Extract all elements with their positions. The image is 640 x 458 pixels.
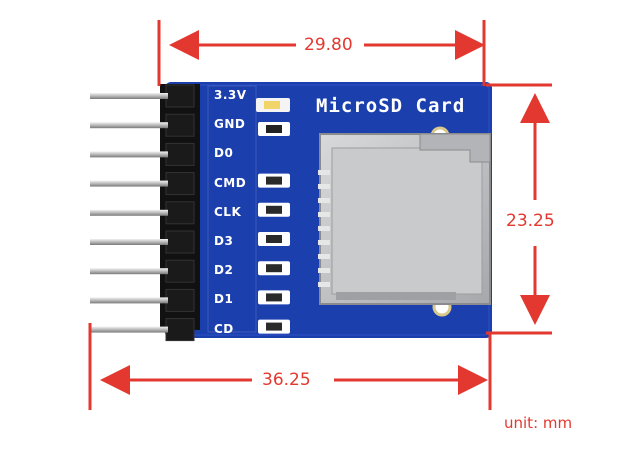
header-pin (90, 151, 168, 158)
socket-contact (318, 268, 330, 273)
pin-label: D3 (214, 234, 234, 248)
resistor-body (266, 176, 282, 185)
resistor-body (266, 293, 282, 302)
pin-label: D0 (214, 146, 234, 161)
socket-contact (318, 198, 330, 203)
pin-label: GND (214, 117, 246, 132)
resistor-body (266, 235, 282, 243)
pin-label: CLK (214, 204, 242, 219)
resistor-array (258, 173, 290, 334)
header-pin (90, 180, 168, 187)
socket-contact (318, 212, 330, 217)
header-pin (90, 93, 168, 99)
socket-contact (318, 170, 330, 175)
pin-label: CD (214, 321, 234, 336)
sd-socket (318, 133, 491, 305)
socket-contact (318, 240, 330, 245)
resistor-body (266, 322, 282, 331)
header-pin (90, 297, 168, 304)
pin-label: CMD (214, 175, 247, 190)
pin-label: D2 (214, 263, 234, 278)
socket-contact (318, 282, 330, 287)
dimension-top-width: 29.80 (304, 35, 353, 55)
header-pin (90, 239, 168, 245)
board-title: MicroSD Card (316, 95, 466, 117)
pin-label: D1 (214, 292, 234, 307)
header-pin (90, 122, 168, 129)
unit-label: unit: mm (504, 414, 573, 432)
pin-label: 3.3V (214, 88, 247, 102)
socket-contact (318, 254, 330, 259)
header-pin (90, 268, 168, 275)
resistor-body (266, 264, 282, 273)
dimension-bottom-width: 36.25 (262, 370, 311, 390)
socket-contact (318, 184, 330, 189)
header-pin (90, 326, 168, 333)
resistor-body (266, 205, 282, 214)
dimension-right-height: 23.25 (506, 211, 555, 231)
header-pin (90, 209, 168, 216)
socket-contact (318, 226, 330, 231)
header-pins (90, 93, 168, 333)
